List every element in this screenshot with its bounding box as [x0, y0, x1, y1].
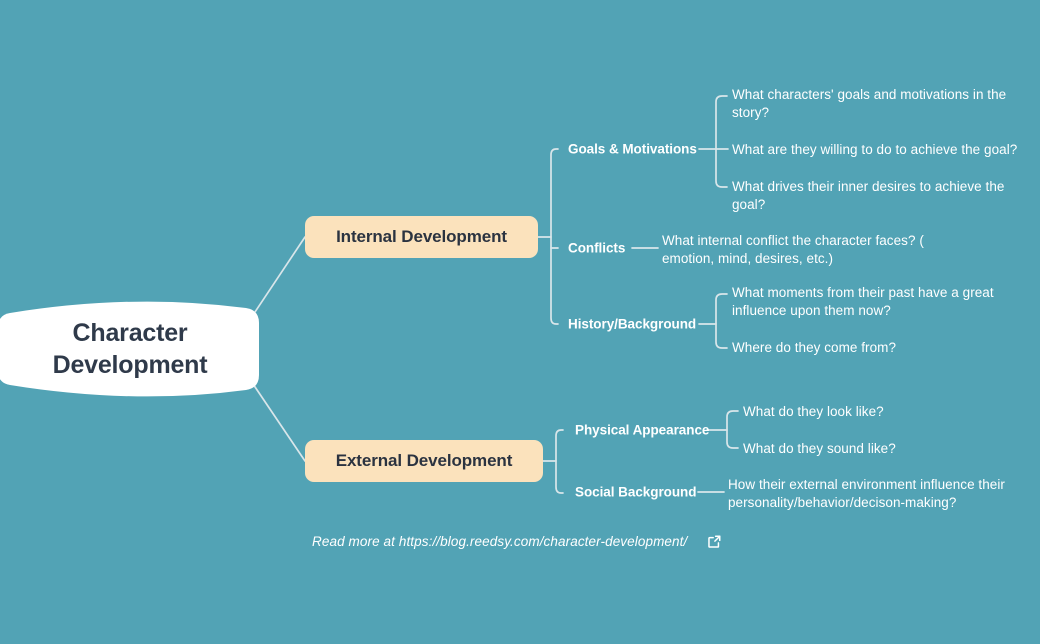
branch-node-external-development[interactable]: External Development — [305, 440, 543, 482]
leaf-history-2: Where do they come from? — [732, 340, 897, 355]
wire-history-bracket — [715, 293, 728, 349]
wire-goals-bracket — [715, 95, 728, 188]
external-link-icon[interactable] — [707, 534, 722, 549]
leaf-conflicts-1: What internal conflict the character fac… — [662, 233, 924, 267]
leaf-social-1: How their external environment influence… — [728, 477, 1005, 511]
leaf-goals-3: What drives their inner desires to achie… — [732, 179, 1005, 213]
leaf-physical-2: What do they sound like? — [743, 441, 896, 456]
subtopic-history-background[interactable]: History/Background — [568, 316, 697, 332]
leaf-history-1: What moments from their past have a grea… — [732, 285, 994, 319]
wire-external-bracket — [555, 429, 564, 494]
root-node[interactable]: Character Development — [0, 296, 260, 401]
root-node-label: Character Development — [0, 296, 260, 401]
leaf-physical-1: What do they look like? — [743, 404, 884, 419]
footer-read-more-text[interactable]: Read more at https://blog.reedsy.com/cha… — [312, 534, 688, 549]
subtopic-social-background[interactable]: Social Background — [575, 484, 697, 500]
leaf-goals-1: What characters' goals and motivations i… — [732, 87, 1007, 121]
root-title-line-2: Development — [52, 350, 208, 379]
wire-physical-bracket — [726, 410, 739, 449]
subtopic-conflicts[interactable]: Conflicts — [568, 240, 626, 256]
wire-internal-bracket — [550, 148, 559, 325]
subtopic-physical-appearance[interactable]: Physical Appearance — [575, 422, 710, 438]
leaf-goals-2: What are they willing to do to achieve t… — [732, 142, 1018, 157]
subtopic-goals-motivations[interactable]: Goals & Motivations — [568, 141, 697, 157]
root-node-shape — [0, 301, 259, 397]
branch-node-internal-development[interactable]: Internal Development — [305, 216, 538, 258]
footer: Read more at https://blog.reedsy.com/cha… — [312, 534, 722, 549]
root-title-line-1: Character — [72, 318, 188, 347]
